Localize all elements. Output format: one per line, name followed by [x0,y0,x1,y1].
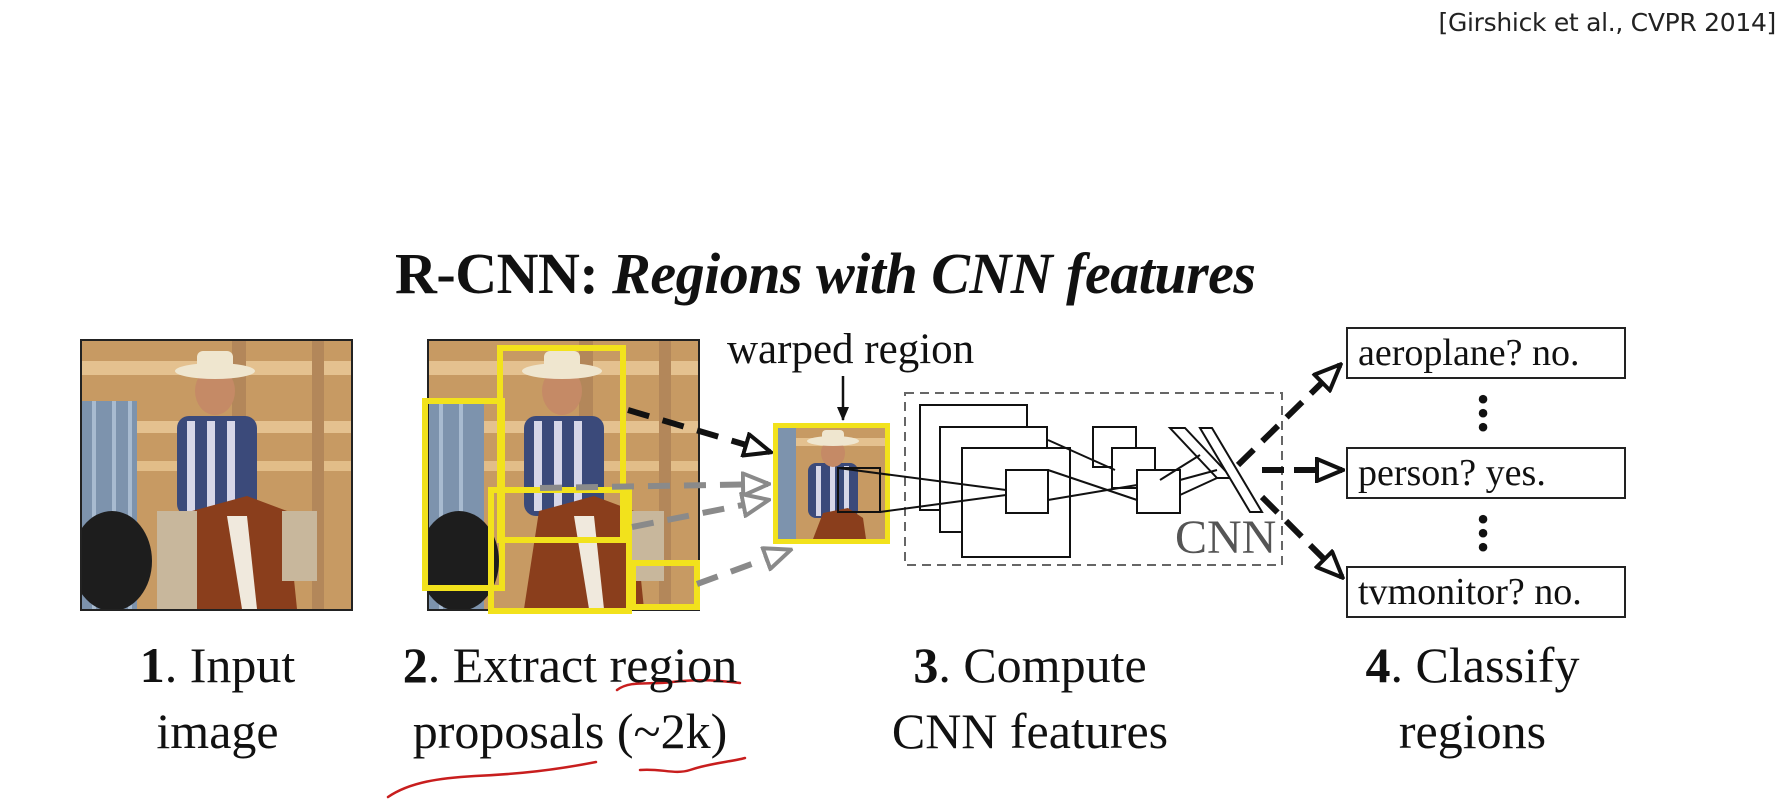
step-2-line1: . Extract region [427,637,738,693]
step-3-line2: CNN features [891,703,1169,759]
ellipsis-dots-1: ••• [1476,379,1490,447]
arrow-proposal-bottom [695,550,790,587]
cnn-fc-2 [1198,427,1264,513]
step-4-caption: 4. Classify regions [1335,632,1610,764]
arrow-proposal-top [627,407,770,452]
annotation-underline-2k [638,756,747,774]
arrow-to-aeroplane [1235,365,1340,468]
step-2-line2: proposals (~2k) [412,703,728,759]
step-1-number: 1 [139,637,165,693]
step-3-number: 3 [913,637,939,693]
class-box-tvmonitor: tvmonitor? no. [1346,566,1626,618]
step-2-caption: 2. Extract region proposals (~2k) [370,632,770,764]
step-4-line2: regions [1398,703,1547,759]
step-2-number: 2 [402,637,428,693]
annotation-underline-proposals [386,760,598,799]
arrow-proposal-mid1 [539,484,768,488]
step-4-line1: . Classify [1390,637,1580,693]
cnn-label: CNN [1175,511,1277,564]
cnn-container [904,392,1283,566]
step-1-line1: . Input [164,637,296,693]
warped-region-label: warped region [727,326,975,373]
diagram-title: R-CNN: Regions with CNN features [395,240,1256,307]
arrow-proposal-mid2 [631,500,768,530]
arrow-to-tvmonitor [1259,494,1342,577]
class-box-person: person? yes. [1346,447,1626,499]
step-1-line2: image [156,703,279,759]
proposal-box-small [630,560,700,610]
input-image [80,339,353,611]
proposal-box-left [422,398,505,591]
step-3-caption: 3. Compute CNN features [865,632,1195,764]
annotation-underline-region [615,678,742,692]
step-1-caption: 1. Input image [110,632,325,764]
cnn-filter-1 [1005,469,1049,514]
title-italic: Regions with CNN features [612,241,1256,306]
ellipsis-dots-2: ••• [1476,499,1490,567]
proposal-box-horse [488,487,632,614]
step-3-line1: . Compute [938,637,1147,693]
title-main: R-CNN: [395,241,599,306]
class-box-aeroplane: aeroplane? no. [1346,327,1626,379]
step-4-number: 4 [1365,637,1391,693]
warped-region-image [773,423,890,544]
citation: [Girshick et al., CVPR 2014] [1438,8,1777,37]
proposal-box-person [497,345,626,543]
cnn-layer-6 [1136,469,1181,514]
